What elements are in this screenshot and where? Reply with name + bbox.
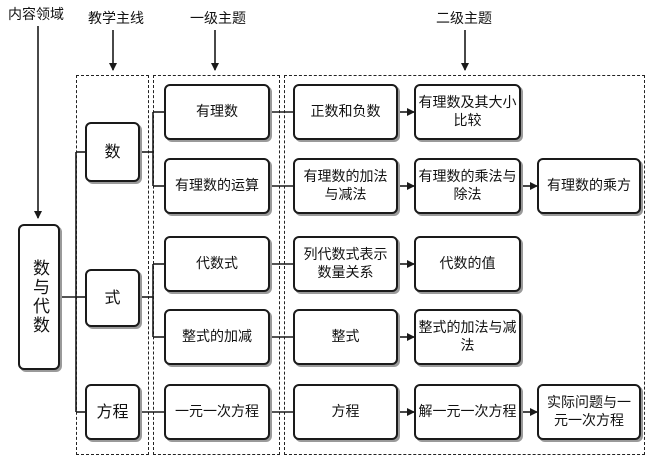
level2-label: 有理数的乘法与除法 (418, 169, 517, 203)
level2-box-power: 有理数的乘方 (537, 158, 641, 214)
level2-label: 有理数的乘方 (547, 178, 631, 194)
domain-label: 数与代数 (29, 259, 49, 335)
mainline-box-number: 数 (85, 122, 140, 182)
header-level1-topic: 一级主题 (190, 11, 246, 27)
level1-label: 整式的加减 (182, 329, 252, 345)
level2-label: 整式的加法与减法 (418, 320, 517, 354)
level2-box-express-quantity: 列代数式表示数量关系 (293, 236, 398, 292)
level1-label: 有理数的运算 (175, 178, 259, 194)
level2-label: 整式 (331, 329, 360, 345)
level2-label: 有理数及其大小比较 (418, 95, 517, 129)
mainline-label: 方程 (96, 402, 129, 421)
level2-box-rational-compare: 有理数及其大小比较 (414, 84, 521, 140)
header-level2-topic: 二级主题 (436, 11, 492, 27)
mainline-label: 式 (104, 288, 121, 307)
level1-label: 代数式 (196, 256, 238, 272)
level1-label: 一元一次方程 (175, 404, 259, 420)
level1-box-rational-numbers: 有理数 (164, 84, 270, 140)
level2-box-algebraic-value: 代数的值 (414, 236, 521, 292)
level2-label: 实际问题与一元一次方程 (547, 395, 631, 429)
level2-box-polynomial: 整式 (293, 309, 398, 365)
mainline-box-equation: 方程 (85, 384, 140, 440)
level2-label: 代数的值 (439, 256, 496, 272)
level2-label: 有理数的加法与减法 (303, 169, 388, 203)
header-content-domain: 内容领域 (8, 7, 64, 23)
header-teaching-mainline: 教学主线 (88, 11, 144, 27)
level2-label: 解一元一次方程 (418, 404, 517, 420)
level2-box-add-sub: 有理数的加法与减法 (293, 158, 398, 214)
level2-label: 方程 (331, 404, 360, 420)
level1-label: 有理数 (196, 104, 238, 120)
domain-box: 数与代数 (18, 224, 60, 370)
level2-label: 列代数式表示数量关系 (303, 247, 388, 281)
level2-box-mul-div: 有理数的乘法与除法 (414, 158, 521, 214)
level1-box-polynomial-add-sub: 整式的加减 (164, 309, 270, 365)
mainline-label: 数 (104, 142, 121, 161)
level2-group-frame (284, 75, 645, 455)
level1-box-linear-equation: 一元一次方程 (164, 384, 270, 440)
level2-label: 正数和负数 (310, 104, 381, 120)
level2-box-solve-linear: 解一元一次方程 (414, 384, 521, 440)
level2-box-practical-problem: 实际问题与一元一次方程 (537, 384, 641, 440)
level1-box-algebraic-expression: 代数式 (164, 236, 270, 292)
level2-box-equation: 方程 (293, 384, 398, 440)
level2-box-positive-negative: 正数和负数 (293, 84, 398, 140)
level2-box-polynomial-add-sub: 整式的加法与减法 (414, 309, 521, 365)
level1-box-rational-operations: 有理数的运算 (164, 158, 270, 214)
mainline-box-expression: 式 (85, 269, 140, 327)
